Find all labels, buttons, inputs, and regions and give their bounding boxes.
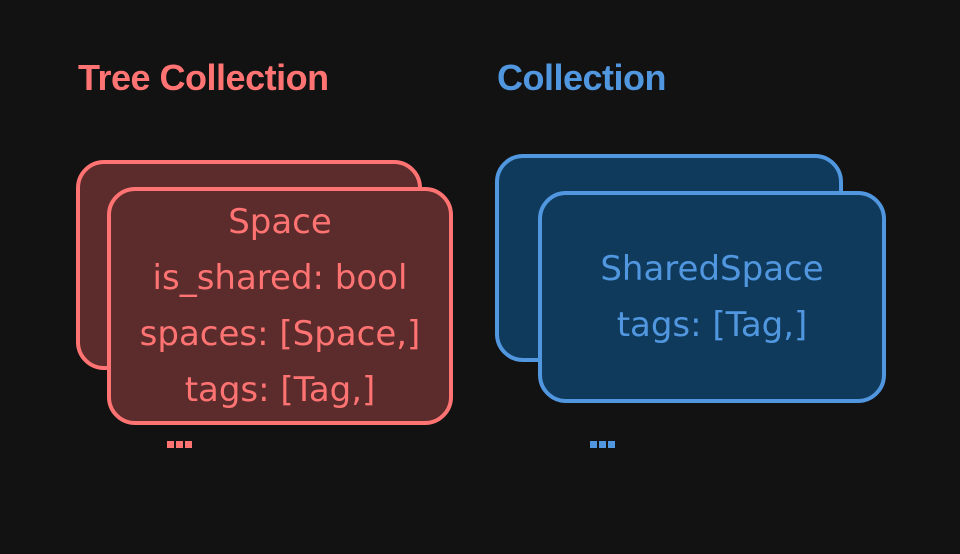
tree-collection-heading: Tree Collection — [78, 57, 329, 98]
collection-heading: Collection — [497, 57, 667, 98]
shared-space-field-tags: tags: [Tag,] — [616, 305, 808, 345]
tree-collection-more-indicator — [167, 441, 192, 448]
space-type-label: Space — [228, 202, 332, 242]
shared-space-type-label: SharedSpace — [600, 249, 824, 289]
collection-more-indicator — [590, 441, 615, 448]
tree-collection-card-front: Space is_shared: bool spaces: [Space,] t… — [107, 187, 453, 425]
space-field-spaces: spaces: [Space,] — [139, 314, 421, 354]
space-field-tags: tags: [Tag,] — [184, 370, 376, 410]
collection-card-front: SharedSpace tags: [Tag,] — [538, 191, 886, 403]
space-field-is-shared: is_shared: bool — [152, 258, 408, 298]
